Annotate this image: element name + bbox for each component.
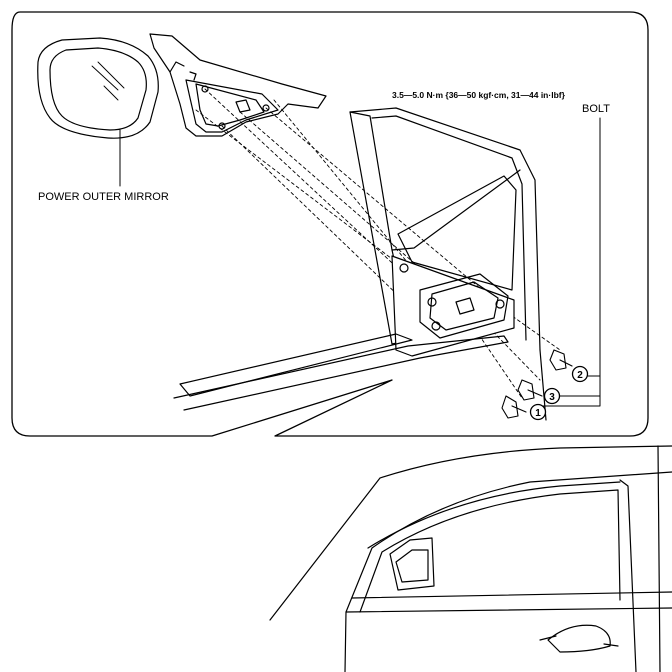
power-outer-mirror — [37, 33, 327, 187]
door-frame-detail — [173, 107, 547, 421]
callout-1: 1 — [529, 403, 547, 421]
bolt-1 — [501, 395, 527, 419]
callout-2-number: 2 — [577, 370, 583, 381]
vehicle-side-view — [269, 445, 672, 672]
torque-spec-label: 3.5—5.0 N·m {36—50 kgf·cm, 31—44 in·lbf} — [392, 90, 566, 100]
callout-3-number: 3 — [549, 392, 555, 403]
bolt-2 — [549, 349, 573, 371]
bolt-3 — [517, 379, 543, 401]
callout-1-number: 1 — [535, 408, 541, 419]
bolt-label: BOLT — [582, 103, 610, 115]
mirror-label: POWER OUTER MIRROR — [38, 191, 169, 203]
callout-2: 2 — [571, 365, 589, 383]
callout-3: 3 — [543, 387, 561, 405]
